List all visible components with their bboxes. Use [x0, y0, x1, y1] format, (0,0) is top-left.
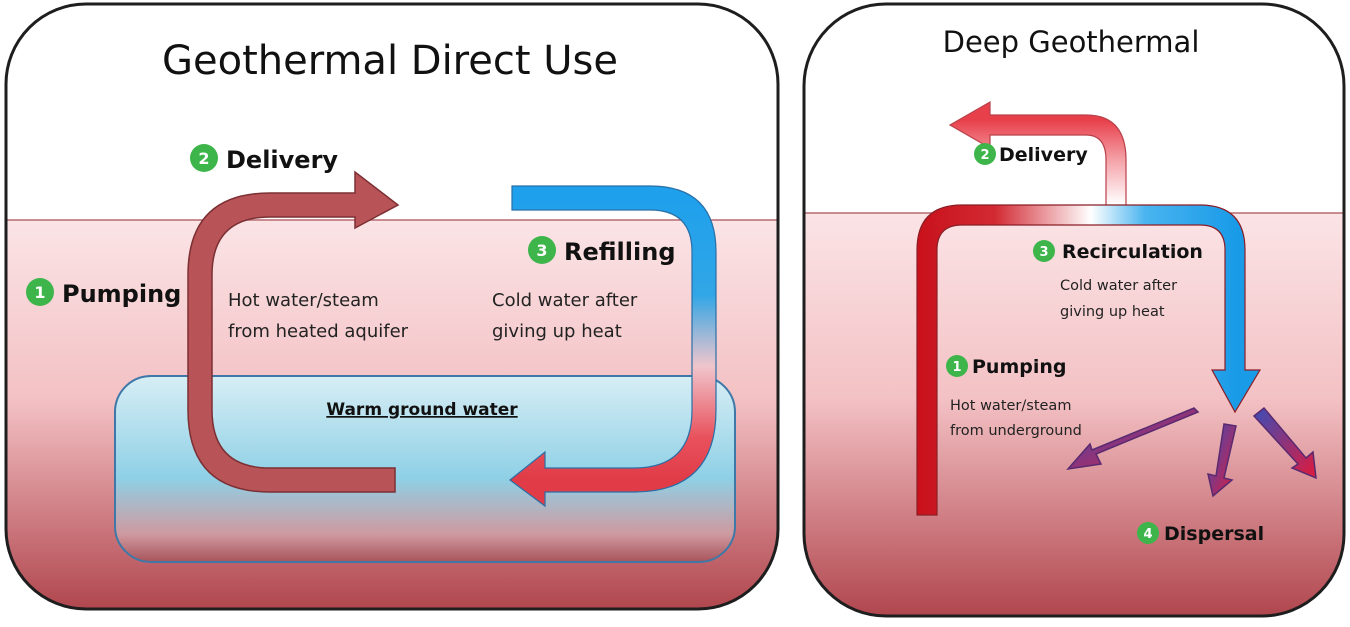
step-number: 2 — [198, 149, 209, 168]
dispersal-arrow-left — [1066, 407, 1200, 471]
step-badge — [528, 236, 556, 264]
warm-ground-water-reservoir — [114, 375, 736, 563]
step-refilling-left: 3 Refilling — [528, 236, 676, 266]
step-label: Recirculation — [1062, 241, 1203, 263]
step-label: Dispersal — [1164, 523, 1264, 545]
step-number: 4 — [1143, 527, 1152, 542]
dispersal-arrow-center — [1206, 423, 1237, 498]
deep-geothermal-title: Deep Geothermal — [943, 25, 1200, 59]
cold-water-text-line-1: Cold water after — [1060, 278, 1177, 294]
direct-use-panel-border — [4, 2, 780, 611]
direct-use-title: Geothermal Direct Use — [162, 38, 618, 84]
step-label: Delivery — [999, 144, 1088, 166]
step-badge — [1033, 240, 1055, 262]
deep-geothermal-panel: Deep Geothermal 2 Delivery 3 Recirculati… — [802, 2, 1346, 618]
step-label: Pumping — [62, 280, 181, 308]
ground-layer — [804, 213, 1344, 616]
deep-delivery-arrow — [948, 100, 1127, 211]
refilling-arrow — [509, 185, 717, 508]
hot-water-text-line-1: Hot water/steam — [950, 398, 1071, 414]
step-badge — [974, 143, 996, 165]
pumping-recirculation-arrow — [916, 204, 1262, 516]
cold-water-text-line-2: giving up heat — [492, 321, 622, 342]
step-number: 2 — [980, 148, 989, 163]
step-number: 1 — [34, 283, 45, 302]
step-recirculation-right: 3 Recirculation — [1033, 240, 1203, 263]
step-number: 3 — [1039, 245, 1048, 260]
step-number: 1 — [952, 360, 961, 375]
direct-use-panel: Geothermal Direct Use Warm ground water … — [4, 2, 780, 611]
deep-geothermal-panel-border — [802, 2, 1346, 618]
step-badge — [946, 355, 968, 377]
step-badge — [26, 278, 54, 306]
step-label: Delivery — [226, 146, 338, 174]
step-delivery-right: 2 Delivery — [974, 143, 1088, 166]
reservoir-label: Warm ground water — [326, 400, 518, 420]
pumping-delivery-arrow — [187, 170, 400, 493]
step-pumping-right: 1 Pumping — [946, 355, 1067, 378]
step-pumping-left: 1 Pumping — [26, 278, 181, 308]
step-delivery-left: 2 Delivery — [190, 144, 338, 174]
cold-water-text-line-1: Cold water after — [492, 290, 638, 311]
step-label: Refilling — [564, 238, 676, 266]
cold-water-text-line-2: giving up heat — [1060, 304, 1165, 320]
hot-water-text-line-2: from underground — [950, 423, 1082, 439]
step-number: 3 — [536, 241, 547, 260]
dispersal-arrow-right — [1252, 406, 1317, 480]
step-label: Pumping — [972, 356, 1067, 378]
step-dispersal-right: 4 Dispersal — [1137, 522, 1264, 545]
step-badge — [190, 144, 218, 172]
hot-water-text-line-1: Hot water/steam — [228, 290, 379, 311]
hot-water-text-line-2: from heated aquifer — [228, 321, 409, 342]
step-badge — [1137, 522, 1159, 544]
